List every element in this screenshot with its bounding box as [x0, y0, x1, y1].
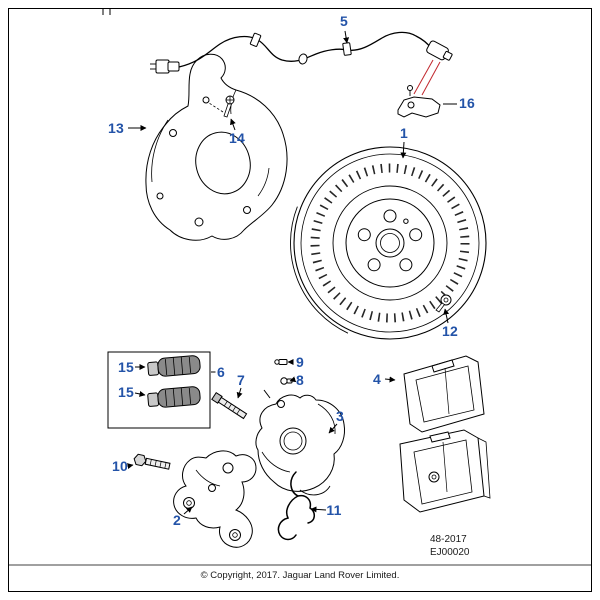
sensor-head: [426, 40, 453, 61]
guide-pin-boot-top: [147, 355, 201, 377]
callout-15a: 15: [118, 359, 134, 375]
disc-set-screw-12: [435, 294, 452, 313]
guide-pin-boot-bottom: [147, 386, 201, 408]
dust-shield: [145, 53, 288, 241]
guide-pin-7: [211, 391, 248, 420]
guide-pin-boot-kit: [107, 351, 211, 429]
callout-7: 7: [237, 372, 245, 388]
figure-codes: 48-2017 EJ00020: [430, 533, 469, 559]
callout-1: 1: [400, 125, 408, 141]
copyright-text: © Copyright, 2017. Jaguar Land Rover Lim…: [200, 570, 400, 581]
callout-11: 11: [326, 502, 342, 518]
wear-sensor-harness: [150, 31, 453, 74]
image-code: EJ00020: [430, 547, 470, 558]
callout-12: 12: [442, 323, 458, 339]
sensor-mount-guides: [413, 59, 441, 96]
brake-disc: [290, 143, 490, 343]
callout-6: 6: [217, 364, 225, 380]
callout-2: 2: [173, 512, 181, 528]
callout-4: 4: [373, 371, 381, 387]
callout-14: 14: [229, 130, 245, 146]
callout-9: 9: [296, 354, 304, 370]
bracket-bolt-10: [133, 453, 171, 470]
brake-pads: [399, 355, 491, 513]
callout-10: 10: [112, 458, 128, 474]
pad-spring-clip: [277, 471, 315, 541]
callout-8: 8: [296, 372, 304, 388]
page-border: [8, 8, 592, 592]
figure-code: 48-2017: [430, 534, 467, 545]
caliper-bracket: [173, 450, 257, 548]
sensor-bracket-16: [397, 85, 441, 118]
callout-13: 13: [108, 120, 124, 136]
callout-16: 16: [459, 95, 475, 111]
disc-vent-slots: [310, 163, 470, 323]
brake-caliper: [255, 389, 345, 496]
callout-15b: 15: [118, 384, 134, 400]
shield-screw-14: [208, 95, 235, 118]
callout-3: 3: [336, 408, 344, 424]
leader-lines: [127, 30, 457, 515]
callout-5: 5: [340, 13, 348, 29]
bleed-screw-9: [274, 359, 288, 365]
